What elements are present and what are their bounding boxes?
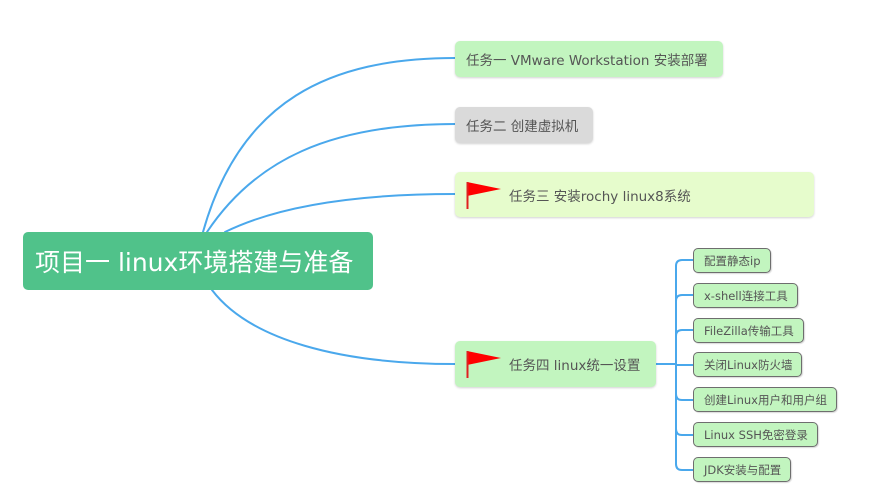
subtask-label: 创建Linux用户和用户组: [704, 392, 827, 407]
task-label: 任务二 创建虚拟机: [466, 119, 579, 135]
subtask-label: FileZilla传输工具: [704, 323, 794, 338]
task-node-4[interactable]: 任务四 linux统一设置: [455, 341, 656, 387]
subtask-node[interactable]: Linux SSH免密登录: [693, 422, 818, 447]
red-flag-icon: [466, 181, 501, 209]
subtask-node[interactable]: JDK安装与配置: [693, 457, 792, 482]
task-label: 任务四 linux统一设置: [509, 358, 641, 374]
connector-hub-sub7: [675, 463, 695, 471]
connector-hub-sub5: [675, 393, 695, 401]
connector-root-task2: [206, 123, 456, 233]
subtask-node[interactable]: 创建Linux用户和用户组: [693, 387, 837, 412]
root-topic-label: 项目一 linux环境搭建与准备: [35, 248, 354, 277]
subtask-label: Linux SSH免密登录: [704, 427, 808, 442]
connector-hub-sub6: [675, 428, 695, 436]
subtask-label: x-shell连接工具: [704, 288, 788, 303]
task-node-1[interactable]: 任务一 VMware Workstation 安装部署: [455, 41, 723, 77]
subtask-node[interactable]: 配置静态ip: [693, 248, 771, 273]
connector-root-task4: [211, 289, 456, 365]
subtask-label: 配置静态ip: [704, 253, 761, 268]
task-node-3[interactable]: 任务三 安装rochy linux8系统: [455, 172, 814, 217]
subtask-label: JDK安装与配置: [704, 462, 782, 477]
connector-root-task1: [202, 57, 456, 233]
connector-root-task3: [224, 193, 456, 233]
red-flag-icon: [466, 351, 501, 378]
subtask-label: 关闭Linux防火墙: [704, 357, 793, 372]
root-topic[interactable]: 项目一 linux环境搭建与准备: [23, 232, 373, 290]
subtask-node[interactable]: x-shell连接工具: [693, 283, 798, 308]
task-label: 任务一 VMware Workstation 安装部署: [466, 53, 708, 69]
subtask-node[interactable]: 关闭Linux防火墙: [693, 352, 803, 377]
task-node-2[interactable]: 任务二 创建虚拟机: [455, 107, 593, 143]
subtask-node[interactable]: FileZilla传输工具: [693, 318, 804, 343]
connector-hub-sub3: [675, 329, 695, 337]
connector-hub-sub1: [675, 259, 695, 267]
task-label: 任务三 安装rochy linux8系统: [509, 188, 691, 205]
connector-hub-sub2: [675, 294, 695, 302]
